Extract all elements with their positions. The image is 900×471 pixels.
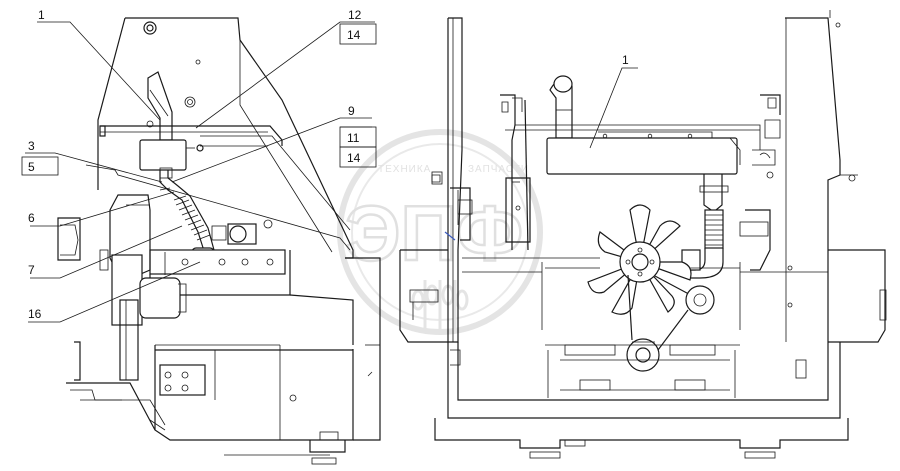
blue-marker bbox=[444, 231, 456, 241]
callout-left-11: 11 bbox=[347, 131, 360, 145]
front-corrugated-hose bbox=[704, 209, 724, 249]
watermark-text-right: ЗАПЧАСТИ bbox=[468, 164, 529, 175]
side-view-callouts: 1 3 5 6 7 16 12 14 9 11 14 bbox=[21, 8, 377, 323]
engine-bolts bbox=[181, 258, 274, 266]
callout-left-9: 9 bbox=[348, 104, 355, 118]
callout-left-14-top: 14 bbox=[347, 28, 361, 42]
callout-left-5: 5 bbox=[28, 160, 35, 174]
watermark-text-left: ТЕХНИКА bbox=[378, 164, 431, 175]
front-view bbox=[399, 10, 887, 459]
callout-left-14-bottom: 14 bbox=[347, 151, 361, 165]
corrugated-hose bbox=[173, 195, 211, 241]
callout-left-3: 3 bbox=[28, 139, 35, 153]
callout-right-1: 1 bbox=[622, 53, 629, 67]
cooling-fan bbox=[587, 204, 692, 315]
callout-left-16: 16 bbox=[28, 307, 42, 321]
callout-left-1: 1 bbox=[38, 8, 45, 22]
callout-left-7: 7 bbox=[28, 263, 35, 277]
callout-left-6: 6 bbox=[28, 211, 35, 225]
side-view bbox=[57, 17, 381, 465]
watermark-main-text: ЭПФ bbox=[345, 189, 523, 277]
watermark-wheat-icon bbox=[411, 280, 469, 335]
callout-left-12: 12 bbox=[348, 8, 362, 22]
front-view-callouts: 1 bbox=[589, 53, 638, 149]
watermark: ТЕХНИКА ЗАПЧАСТИ ЭПФ bbox=[337, 129, 543, 335]
